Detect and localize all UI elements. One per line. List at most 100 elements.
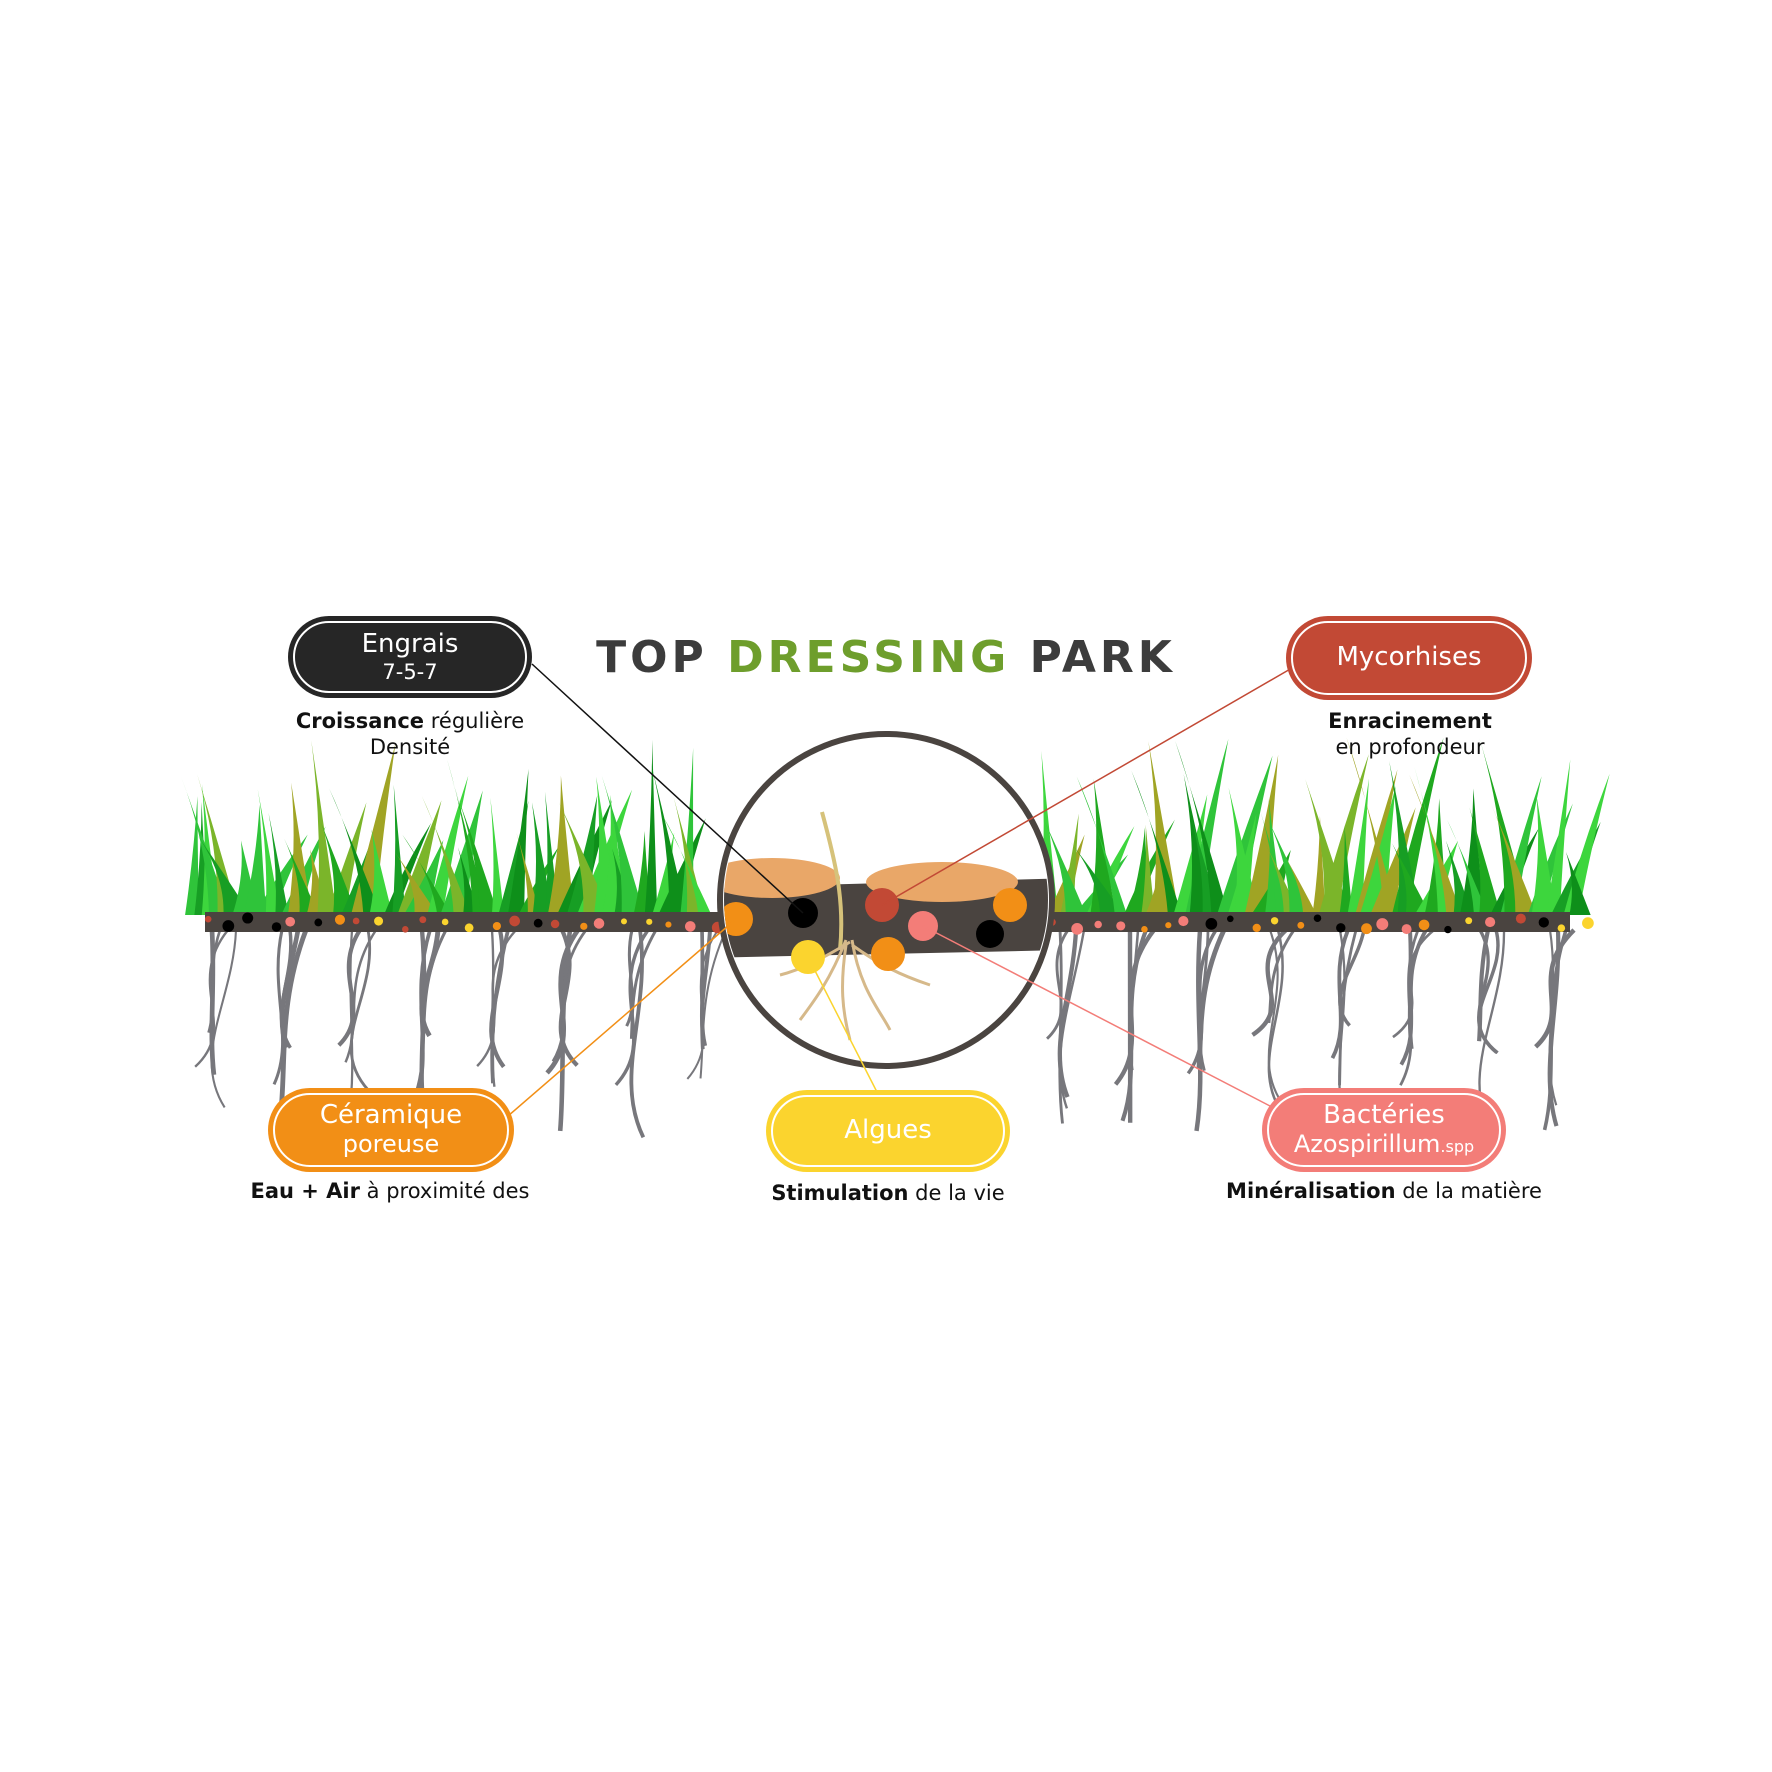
granule-dot <box>352 917 360 925</box>
grass-blade <box>1279 846 1317 915</box>
grass-blade <box>196 833 251 915</box>
granule-dot <box>1557 924 1566 932</box>
grass-blade <box>649 755 687 915</box>
grass-blade <box>1148 741 1180 915</box>
root-strand <box>1251 928 1288 1037</box>
granule-dot <box>1418 919 1430 931</box>
algues-desc-rest: de la vie <box>908 1181 1005 1205</box>
granule-dot <box>1094 920 1102 929</box>
engrais-description: Croissance régulière Densité <box>260 708 560 761</box>
grass-blade <box>1141 824 1155 915</box>
grass-blade <box>1370 807 1416 915</box>
title-park: PARK <box>1010 632 1176 683</box>
grass-blade <box>451 780 499 915</box>
granule-dot <box>1165 922 1172 929</box>
bacteries-description: Minéralisation de la matière <box>1214 1178 1554 1204</box>
ceramique-badge: Céramique poreuse <box>268 1088 514 1172</box>
magnifier-circle <box>717 731 1055 1069</box>
granule-dot <box>271 922 282 932</box>
grass-blade <box>644 739 658 915</box>
root-strand <box>699 929 727 1079</box>
grass-blade <box>427 775 469 915</box>
grass-blade <box>369 829 393 915</box>
engrais-leader <box>531 663 804 914</box>
granule-dot <box>1376 918 1389 931</box>
mycorhises-desc-line2: en profondeur <box>1335 735 1485 760</box>
grass-blade <box>257 789 281 915</box>
root-strand <box>210 929 238 1108</box>
root-strand <box>1113 928 1156 1086</box>
root-strand <box>1267 929 1287 1109</box>
root-strand <box>1046 929 1070 1040</box>
engrais-desc-rest: régulière <box>424 709 525 733</box>
root-strand <box>1267 929 1296 1024</box>
ceramique-description: Eau + Air à proximité des <box>240 1178 540 1204</box>
granule-dot <box>1313 914 1322 922</box>
engrais-desc-bold: Croissance <box>295 709 425 733</box>
mycorhises-leader <box>881 667 1293 906</box>
engrais-name: Engrais <box>361 628 459 659</box>
algues-name: Algues <box>844 1115 932 1146</box>
grass-blade <box>1409 774 1462 915</box>
root-strand <box>1057 929 1079 1098</box>
algues-badge: Algues <box>766 1090 1010 1172</box>
grass-blade <box>1565 852 1591 915</box>
root-strand <box>551 929 588 1063</box>
granule-dot <box>1297 921 1305 929</box>
root-strand <box>1534 928 1576 1049</box>
grass-blade <box>1491 804 1537 915</box>
grass-blade <box>329 788 381 915</box>
granule-dot <box>1178 916 1189 927</box>
grass-blade <box>402 834 451 915</box>
grass-blade <box>394 852 438 915</box>
root-strand <box>686 929 719 1080</box>
bacteries-leader <box>922 925 1271 1107</box>
page-title: TOP DRESSING PARK <box>0 632 1772 683</box>
granule-dot <box>1401 924 1412 935</box>
ceramique-leader <box>507 918 737 1117</box>
bacteries-spp: .spp <box>1440 1137 1475 1157</box>
grass-blade <box>516 832 541 915</box>
grass-blade <box>1068 838 1124 915</box>
granule-dot <box>1465 917 1473 925</box>
ceramique-name: Céramique <box>319 1100 463 1131</box>
grass-blade <box>1546 759 1571 915</box>
granule-dot <box>1485 916 1496 928</box>
granule-dot <box>1538 917 1549 928</box>
grass-blade <box>547 775 575 915</box>
root-strand <box>1338 929 1366 1027</box>
grass-blade <box>421 795 471 915</box>
granule-dot <box>1252 923 1261 933</box>
fertilizer-granule <box>976 920 1004 948</box>
root-strand <box>1120 929 1148 1122</box>
root-strand <box>1392 928 1435 1039</box>
grass-blade <box>601 775 645 915</box>
grass-blade <box>311 740 337 915</box>
root-strand <box>629 929 658 1039</box>
ceramic-granule <box>993 888 1027 922</box>
title-top: TOP <box>596 632 728 683</box>
granule-dot <box>222 920 235 932</box>
bacteries-desc-bold: Minéralisation <box>1226 1179 1396 1203</box>
granule-dot <box>1071 922 1084 935</box>
algues-desc-bold: Stimulation <box>771 1181 909 1205</box>
granule-dot <box>242 912 254 924</box>
granule-dot <box>314 918 323 927</box>
root-system <box>194 928 1576 1139</box>
grass-blade <box>1346 737 1398 915</box>
granule-dot <box>374 916 384 926</box>
granule-dot <box>593 918 605 929</box>
grass-blade <box>440 790 483 915</box>
granule-dot <box>1141 926 1148 933</box>
algues-leader <box>807 956 879 1095</box>
granule-dot <box>1582 917 1594 929</box>
grass-blade <box>185 796 199 915</box>
grass-blade <box>287 782 313 915</box>
grass-blade <box>490 797 505 915</box>
ceramique-desc-bold: Eau + Air <box>250 1179 361 1203</box>
grass-blade <box>1347 778 1369 915</box>
grass-blade <box>397 800 442 915</box>
ceramique-sub: poreuse <box>342 1130 440 1159</box>
grass-blade <box>1216 755 1273 915</box>
